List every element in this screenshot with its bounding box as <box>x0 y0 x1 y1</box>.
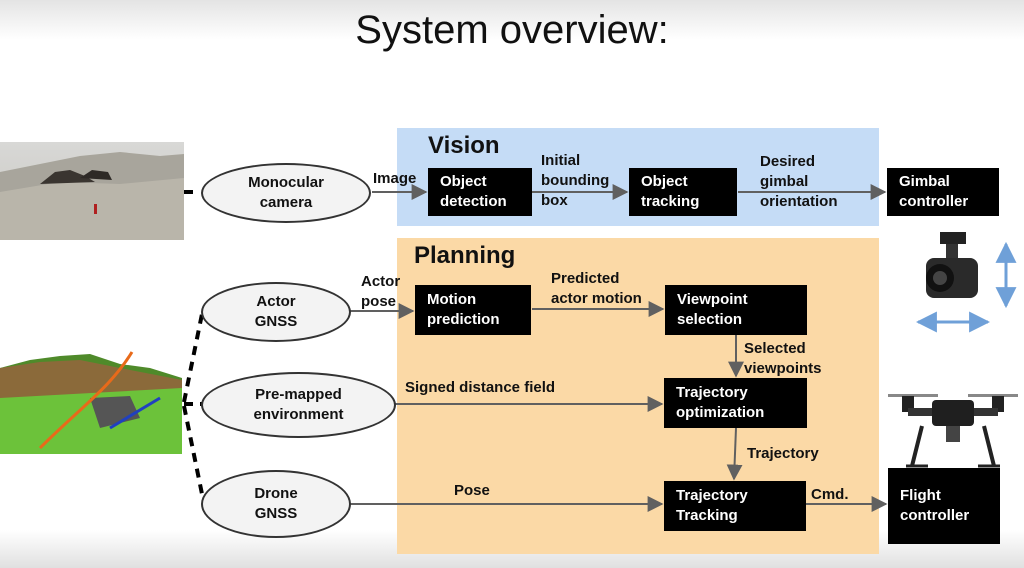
planning-label: Planning <box>414 242 516 269</box>
vision-label: Vision <box>428 132 500 159</box>
drone-image <box>888 386 1018 470</box>
arrow-trajectory <box>726 427 743 481</box>
pose-label: Pose <box>454 482 490 499</box>
desired-gimbal-orientation-label: Desired gimbal orientation <box>760 153 838 210</box>
image-label: Image <box>373 170 417 187</box>
selected-viewpoints-label: Selected viewpoints <box>744 340 822 377</box>
initial-bounding-box-label: Initial bounding box <box>541 152 610 209</box>
signed-distance-field-label: Signed distance field <box>405 379 556 396</box>
gimbal-camera-image <box>918 232 990 304</box>
voxel-map-image <box>0 338 182 454</box>
page-title: System overview: <box>355 8 669 52</box>
terrain-photo <box>0 142 184 240</box>
cmd-label: Cmd. <box>811 486 849 503</box>
dash-drone <box>182 405 204 495</box>
actor-pose-label: Actor pose <box>361 273 401 310</box>
predicted-actor-motion-label: Predicted actor motion <box>551 270 642 307</box>
dash-actor <box>182 313 204 403</box>
trajectory-label: Trajectory <box>747 445 819 462</box>
